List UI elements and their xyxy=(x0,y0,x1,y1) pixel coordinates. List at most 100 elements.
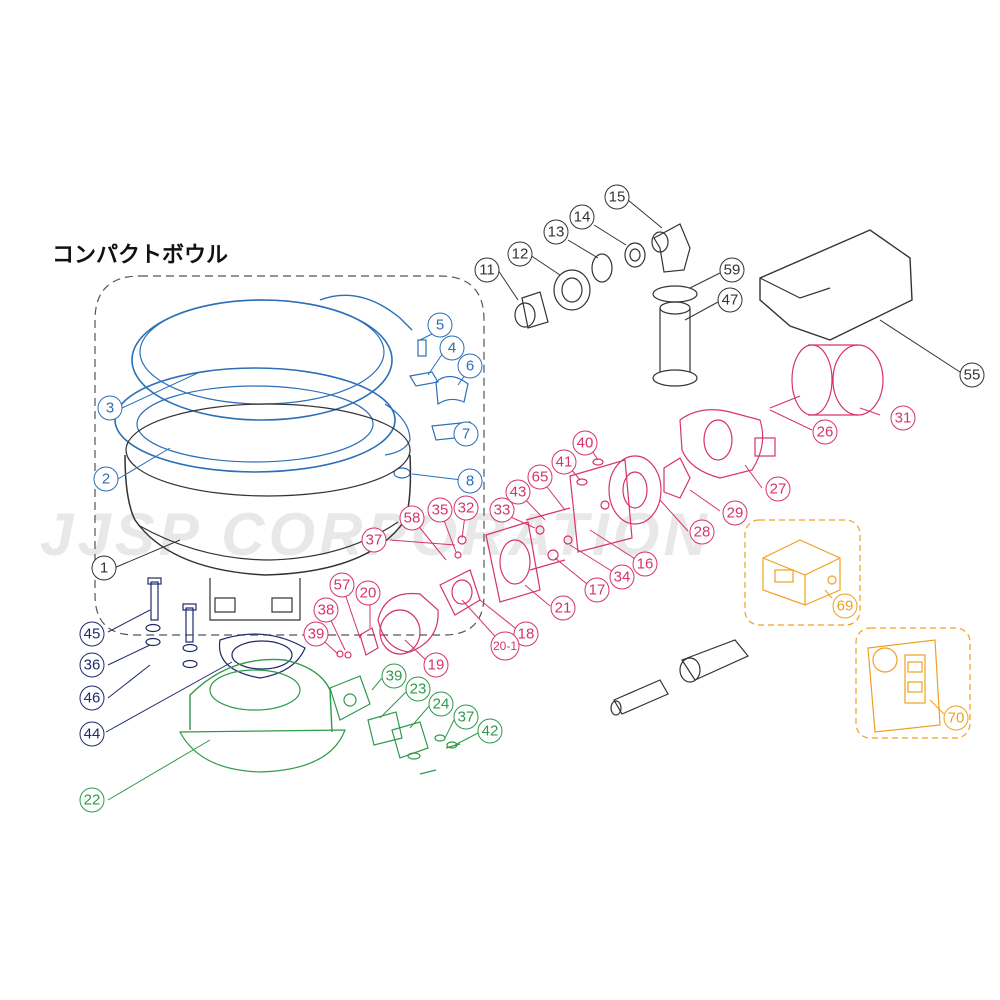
callout-47[interactable]: 47 xyxy=(717,287,743,313)
svg-text:38: 38 xyxy=(318,602,335,619)
callout-57[interactable]: 57 xyxy=(329,572,355,598)
switch-group-70-outline xyxy=(855,627,971,739)
callout-14[interactable]: 14 xyxy=(569,204,595,230)
page-title: コンパクトボウル xyxy=(52,243,228,268)
callout-36[interactable]: 36 xyxy=(79,652,105,678)
svg-text:36: 36 xyxy=(84,657,101,674)
callout-28[interactable]: 28 xyxy=(689,519,715,545)
svg-text:43: 43 xyxy=(510,484,527,501)
svg-text:39: 39 xyxy=(386,668,403,685)
callout-45[interactable]: 45 xyxy=(79,621,105,647)
svg-text:31: 31 xyxy=(895,410,912,427)
callout-16[interactable]: 16 xyxy=(632,551,658,577)
callout-20[interactable]: 20 xyxy=(355,580,381,606)
svg-text:5: 5 xyxy=(436,317,444,334)
callout-39-green[interactable]: 39 xyxy=(381,663,407,689)
callout-8[interactable]: 8 xyxy=(457,468,483,494)
callout-18[interactable]: 18 xyxy=(513,621,539,647)
callout-70[interactable]: 70 xyxy=(943,705,969,731)
svg-text:46: 46 xyxy=(84,690,101,707)
callout-1[interactable]: 1 xyxy=(91,555,117,581)
svg-text:3: 3 xyxy=(106,400,114,417)
callout-27[interactable]: 27 xyxy=(765,476,791,502)
callout-24[interactable]: 24 xyxy=(428,691,454,717)
svg-text:37: 37 xyxy=(458,709,475,726)
svg-text:2: 2 xyxy=(102,471,110,488)
callout-2[interactable]: 2 xyxy=(93,466,119,492)
callout-15[interactable]: 15 xyxy=(604,184,630,210)
callout-42[interactable]: 42 xyxy=(477,718,503,744)
svg-text:22: 22 xyxy=(84,792,101,809)
svg-text:21: 21 xyxy=(555,600,572,617)
callout-35[interactable]: 35 xyxy=(427,497,453,523)
callout-21[interactable]: 21 xyxy=(550,595,576,621)
outlet-fittings xyxy=(367,711,461,775)
switch-group-69-outline xyxy=(744,519,861,626)
svg-text:19: 19 xyxy=(428,657,445,674)
callout-20-1[interactable]: 20-1 xyxy=(490,631,520,661)
callout-43[interactable]: 43 xyxy=(505,479,531,505)
svg-text:55: 55 xyxy=(964,367,981,384)
svg-text:41: 41 xyxy=(556,454,573,471)
callout-59[interactable]: 59 xyxy=(719,257,745,283)
callouts: 3 2 1 5 4 6 7 8 11 12 13 14 15 59 47 55 … xyxy=(79,184,985,813)
callout-34[interactable]: 34 xyxy=(609,564,635,590)
callout-7[interactable]: 7 xyxy=(453,421,479,447)
svg-text:57: 57 xyxy=(334,577,351,594)
callout-38[interactable]: 38 xyxy=(313,597,339,623)
svg-text:26: 26 xyxy=(817,424,834,441)
svg-text:23: 23 xyxy=(410,681,427,698)
callout-13[interactable]: 13 xyxy=(543,219,569,245)
callout-23[interactable]: 23 xyxy=(405,676,431,702)
svg-text:1: 1 xyxy=(100,560,108,577)
toilet-lid-and-seat xyxy=(114,294,413,479)
callout-26[interactable]: 26 xyxy=(812,419,838,445)
svg-text:32: 32 xyxy=(458,500,475,517)
pump-motor xyxy=(769,344,884,416)
callout-32[interactable]: 32 xyxy=(453,495,479,521)
callout-3[interactable]: 3 xyxy=(97,395,123,421)
callout-22[interactable]: 22 xyxy=(79,787,105,813)
svg-text:11: 11 xyxy=(479,262,495,279)
svg-text:69: 69 xyxy=(837,598,854,615)
callout-58[interactable]: 58 xyxy=(399,505,425,531)
svg-text:47: 47 xyxy=(722,292,739,309)
callout-17[interactable]: 17 xyxy=(584,577,610,603)
callout-46[interactable]: 46 xyxy=(79,685,105,711)
callout-37-green[interactable]: 37 xyxy=(453,704,479,730)
mounting-bolts xyxy=(145,577,198,669)
svg-text:58: 58 xyxy=(404,510,421,527)
svg-text:70: 70 xyxy=(948,710,965,727)
callout-5[interactable]: 5 xyxy=(427,312,453,338)
svg-text:17: 17 xyxy=(589,582,606,599)
svg-text:37: 37 xyxy=(366,532,383,549)
callout-6[interactable]: 6 xyxy=(457,353,483,379)
svg-text:18: 18 xyxy=(518,626,535,643)
svg-text:42: 42 xyxy=(482,723,499,740)
motor-cover xyxy=(759,229,913,341)
hose-and-clamps xyxy=(652,285,698,387)
callout-33[interactable]: 33 xyxy=(489,497,515,523)
callout-4[interactable]: 4 xyxy=(439,335,465,361)
callout-39-pink[interactable]: 39 xyxy=(303,621,329,647)
svg-text:16: 16 xyxy=(637,556,654,573)
callout-29[interactable]: 29 xyxy=(722,500,748,526)
callout-55[interactable]: 55 xyxy=(959,362,985,388)
svg-text:35: 35 xyxy=(432,502,449,519)
svg-text:40: 40 xyxy=(577,435,594,452)
callout-11[interactable]: 11 xyxy=(474,257,500,283)
callout-44[interactable]: 44 xyxy=(79,721,105,747)
callout-69[interactable]: 69 xyxy=(832,593,858,619)
callout-41[interactable]: 41 xyxy=(551,449,577,475)
callout-37-pink[interactable]: 37 xyxy=(361,527,387,553)
callout-12[interactable]: 12 xyxy=(507,241,533,267)
svg-text:59: 59 xyxy=(724,262,741,279)
callout-40[interactable]: 40 xyxy=(572,430,598,456)
pump-base-housing xyxy=(179,658,371,773)
svg-text:27: 27 xyxy=(770,481,787,498)
svg-text:4: 4 xyxy=(448,340,456,357)
svg-text:28: 28 xyxy=(694,524,711,541)
callout-31[interactable]: 31 xyxy=(890,405,916,431)
callout-65[interactable]: 65 xyxy=(527,464,553,490)
callout-19[interactable]: 19 xyxy=(423,652,449,678)
